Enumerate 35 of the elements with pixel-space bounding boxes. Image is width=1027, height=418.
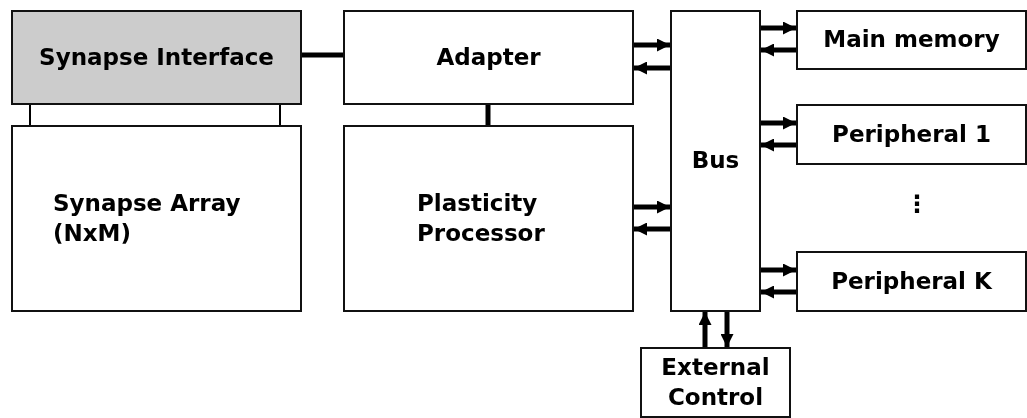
- block-box: [343, 10, 634, 105]
- block-box: [796, 104, 1027, 165]
- block-box: [796, 10, 1027, 70]
- block-box: [11, 125, 302, 312]
- arrow: [634, 200, 670, 214]
- ellipsis-mark: ⋮: [905, 190, 929, 218]
- block-box: [640, 347, 791, 418]
- block-box: [11, 10, 302, 105]
- block-label: Plasticity Processor: [417, 188, 546, 248]
- arrow: [634, 38, 670, 52]
- arrow: [720, 312, 734, 347]
- block-label: Synapse Array (NxM): [53, 188, 242, 248]
- block-label: Adapter: [436, 42, 541, 72]
- connector-line: [485, 105, 491, 125]
- block-box: [796, 251, 1027, 312]
- block-label: Bus: [691, 146, 740, 176]
- arrow: [761, 263, 796, 277]
- connector-line: [279, 104, 281, 126]
- block-label: Peripheral 1: [832, 119, 991, 149]
- arrow: [761, 43, 796, 57]
- block-box: [670, 10, 761, 312]
- block-label: Synapse Interface: [39, 42, 274, 72]
- arrow: [761, 285, 796, 299]
- block-label: Main memory: [823, 25, 1000, 55]
- arrow: [761, 116, 796, 130]
- arrow: [634, 61, 670, 75]
- connector-line: [302, 52, 343, 58]
- block-box: [343, 125, 634, 312]
- arrow: [698, 312, 712, 347]
- arrow: [761, 138, 796, 152]
- connector-line: [29, 104, 31, 126]
- arrow: [634, 222, 670, 236]
- block-label: Peripheral K: [831, 266, 992, 296]
- block-label: External Control: [660, 352, 771, 412]
- arrow: [761, 21, 796, 35]
